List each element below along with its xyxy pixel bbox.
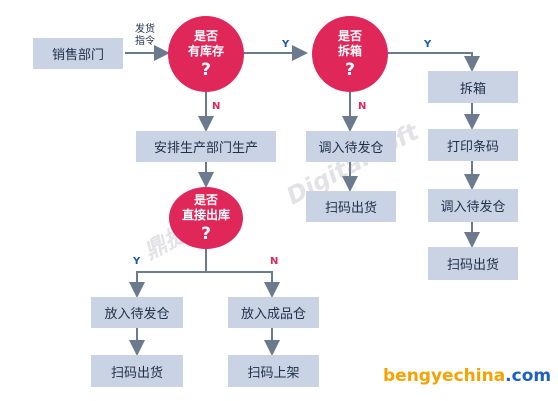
decision-direct-stock-line2: 直接出库 xyxy=(181,207,230,222)
edge-label-y-in-stock: Y xyxy=(282,39,290,50)
brand-watermark: bengyechina.com xyxy=(383,366,551,386)
node-scan-shelve: 扫码上架 xyxy=(228,355,319,387)
brand-name: bengyechina xyxy=(383,366,506,386)
node-arrange-production: 安排生产部门生产 xyxy=(136,131,276,162)
decision-in-stock-line1: 是否 xyxy=(193,28,218,43)
node-put-finished: 放入成品仓 xyxy=(228,297,319,328)
node-sales-dept: 销售部门 xyxy=(33,38,123,69)
node-transfer-pending-mid: 调入待发仓 xyxy=(306,131,396,162)
node-scan-ship-mid: 扫码出货 xyxy=(306,191,396,222)
edge-label-y-direct: Y xyxy=(133,256,141,267)
question-mark-icon: ? xyxy=(201,223,211,244)
brand-domain: .com xyxy=(505,366,552,386)
node-print-barcode: 打印条码 xyxy=(428,129,518,161)
edge-label-send-order-line2: 指令 xyxy=(135,36,155,47)
edge-label-n-unbox: N xyxy=(358,101,367,112)
edge-label-y-unbox: Y xyxy=(424,39,432,50)
decision-unbox: 是否 拆箱 ? xyxy=(312,16,388,92)
node-put-pending: 放入待发仓 xyxy=(91,297,183,328)
question-mark-icon: ? xyxy=(201,59,211,80)
decision-direct-stock: 是否 直接出库 ? xyxy=(169,187,243,249)
decision-unbox-line1: 是否 xyxy=(337,28,362,43)
edge-label-send-order-line1: 发货 xyxy=(135,24,155,35)
decision-in-stock: 是否 有库存 ? xyxy=(168,16,244,92)
question-mark-icon: ? xyxy=(345,59,355,80)
decision-direct-stock-line1: 是否 xyxy=(193,192,218,207)
node-unbox: 拆箱 xyxy=(428,71,518,103)
edge-label-n-direct: N xyxy=(270,256,279,267)
decision-unbox-line2: 拆箱 xyxy=(337,43,362,58)
edge-label-send-order: 发货 指令 xyxy=(130,24,160,48)
decision-in-stock-line2: 有库存 xyxy=(187,43,224,58)
node-scan-ship-left: 扫码出货 xyxy=(91,355,183,387)
node-transfer-pending-right: 调入待发仓 xyxy=(428,189,518,222)
node-scan-ship-right: 扫码出货 xyxy=(428,247,518,280)
edge-label-n-in-stock: N xyxy=(212,101,221,112)
